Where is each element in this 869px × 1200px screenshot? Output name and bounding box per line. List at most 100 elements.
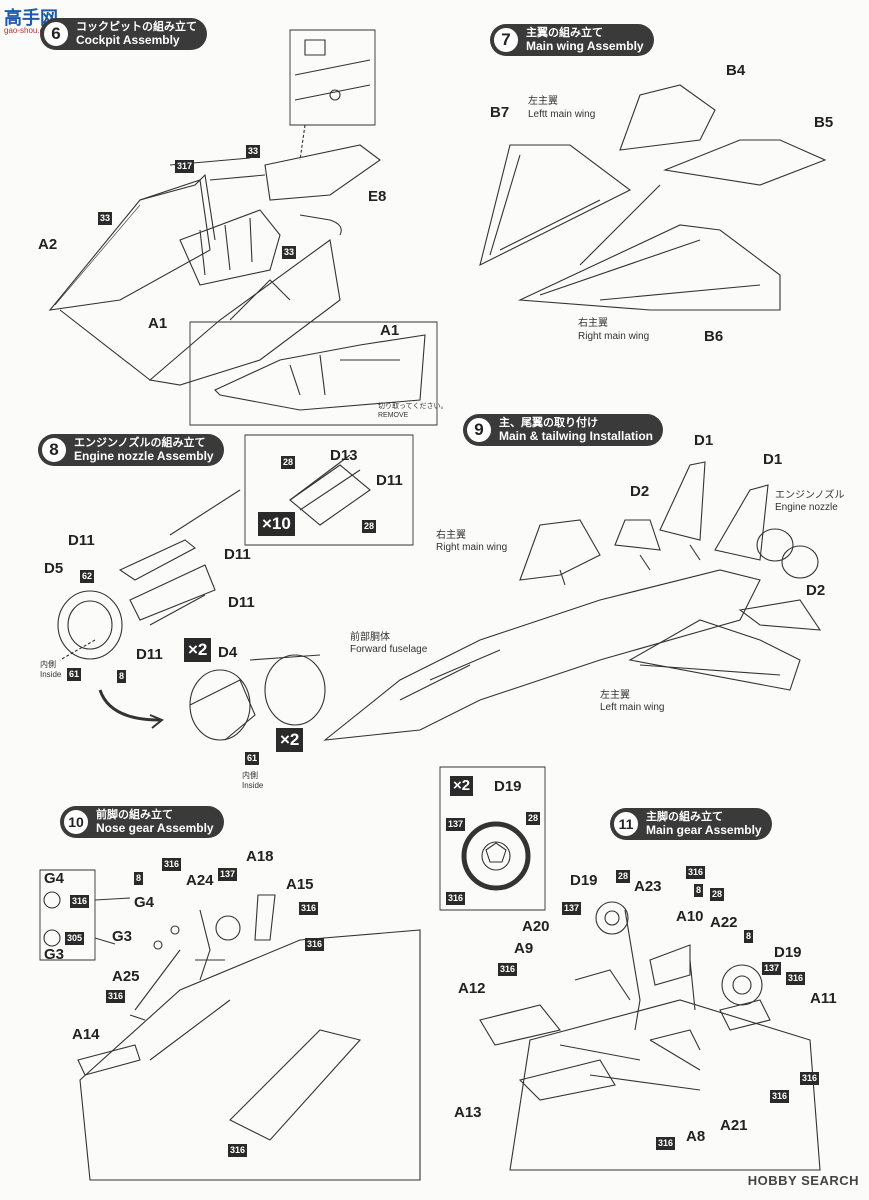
part-label: A1 [380, 322, 400, 339]
part-label: A22 [710, 914, 738, 931]
color-code-badge: 316 [106, 990, 126, 1003]
color-code-badge: 137 [762, 962, 782, 975]
color-code-badge: 137 [562, 902, 582, 915]
part-label: D2 [630, 483, 650, 500]
watermark: HOBBY SEARCH [747, 1173, 859, 1188]
color-code-badge: 316 [305, 938, 325, 951]
part-label: A23 [634, 878, 662, 895]
color-code-badge: 62 [80, 570, 95, 583]
step-title-en: Main & tailwing Installation [499, 429, 654, 443]
color-code-badge: 316 [228, 1144, 248, 1157]
step-9-header: 9 主、尾翼の取り付け Main & tailwing Installation [463, 414, 664, 446]
inside-note-en: Inside [40, 670, 62, 679]
site-logo-sub: gao-shou.com [4, 26, 55, 35]
step-number: 7 [492, 26, 520, 54]
step-number: 10 [62, 808, 90, 836]
left-wing-en: Left main wing [600, 702, 665, 713]
color-code-badge: 316 [70, 895, 90, 908]
quantity-multiplier: ×2 [276, 728, 304, 752]
step-8-header: 8 エンジンノズルの組み立て Engine nozzle Assembly [38, 434, 224, 466]
color-code-badge: 33 [282, 246, 297, 259]
part-label: B5 [814, 114, 834, 131]
part-label: B7 [490, 104, 510, 121]
color-code-badge: 8 [134, 872, 144, 885]
part-label: D11 [228, 594, 255, 611]
color-code-badge: 316 [656, 1137, 676, 1150]
part-label: A15 [286, 876, 314, 893]
color-code-badge: 61 [67, 668, 82, 681]
part-label: E8 [368, 188, 387, 205]
part-label: G4 [134, 894, 155, 911]
engine-nozzle-jp: エンジンノズル [775, 490, 845, 501]
part-label: G4 [44, 870, 65, 887]
step-title-en: Cockpit Assembly [76, 33, 180, 47]
part-label: D11 [376, 472, 403, 489]
part-label: G3 [44, 946, 65, 963]
step-11-header: 11 主脚の組み立て Main gear Assembly [610, 808, 772, 840]
color-code-badge: 28 [362, 520, 377, 533]
part-label: A21 [720, 1117, 748, 1134]
part-label: D4 [218, 644, 238, 661]
part-label: A10 [676, 908, 704, 925]
color-code-badge: 33 [98, 212, 113, 225]
part-label: A14 [72, 1026, 100, 1043]
step-title-jp: 主翼の組み立て [526, 27, 603, 39]
color-code-badge: 316 [770, 1090, 790, 1103]
step-title-en: Main gear Assembly [646, 823, 762, 837]
part-label: A25 [112, 968, 140, 985]
color-code-badge: 8 [117, 670, 127, 683]
color-code-badge: 61 [245, 752, 260, 765]
inside-note-jp: 内側 [40, 660, 56, 669]
step-number: 9 [465, 416, 493, 444]
part-label: D13 [330, 447, 358, 464]
left-wing-en: Leftt main wing [528, 109, 596, 120]
step-number: 11 [612, 810, 640, 838]
forward-fuselage-jp: 前部胴体 [350, 632, 390, 643]
remove-note-jp: 切り取ってください。 [378, 403, 448, 410]
quantity-multiplier: ×2 [184, 638, 212, 662]
step-10-header: 10 前脚の組み立て Nose gear Assembly [60, 806, 224, 838]
part-label: A2 [38, 236, 58, 253]
color-code-badge: 28 [281, 456, 296, 469]
part-label: D2 [806, 582, 826, 599]
color-code-badge: 137 [218, 868, 238, 881]
color-code-badge: 316 [162, 858, 182, 871]
color-code-badge: 305 [65, 932, 85, 945]
part-label: A20 [522, 918, 550, 935]
color-code-badge: 316 [686, 866, 706, 879]
left-wing-jp: 左主翼 [528, 96, 558, 107]
step-title-jp: エンジンノズルの組み立て [74, 437, 206, 449]
part-label: A12 [458, 980, 486, 997]
part-label: D11 [224, 546, 251, 563]
forward-fuselage-en: Forward fuselage [350, 644, 428, 655]
color-code-badge: 316 [786, 972, 806, 985]
step-number: 6 [42, 20, 70, 48]
inside-note-jp: 内側 [242, 771, 258, 780]
part-label: D19 [570, 872, 598, 889]
right-wing-en: Right main wing [436, 542, 508, 553]
step-title-jp: コックピットの組み立て [76, 21, 197, 33]
part-label: A24 [186, 872, 214, 889]
part-label: D5 [44, 560, 64, 577]
color-code-badge: 8 [694, 884, 704, 897]
engine-nozzle-en: Engine nozzle [775, 502, 838, 513]
part-label: D19 [494, 778, 522, 795]
part-label: D11 [136, 646, 163, 663]
part-label: A13 [454, 1104, 482, 1121]
color-code-badge: 28 [526, 812, 541, 825]
color-code-badge: 316 [299, 902, 319, 915]
right-wing-jp: 右主翼 [578, 318, 608, 329]
part-label: B6 [704, 328, 724, 345]
color-code-badge: 8 [744, 930, 754, 943]
step-title-en: Main wing Assembly [526, 39, 644, 53]
right-wing-jp: 右主翼 [436, 530, 466, 541]
remove-note-en: REMOVE [378, 412, 409, 419]
part-label: G3 [112, 928, 133, 945]
right-wing-en: Right main wing [578, 331, 650, 342]
color-code-badge: 33 [246, 145, 261, 158]
part-label: A8 [686, 1128, 706, 1145]
quantity-multiplier: ×2 [450, 776, 474, 796]
part-label: A18 [246, 848, 274, 865]
step-title-jp: 主、尾翼の取り付け [499, 417, 598, 429]
